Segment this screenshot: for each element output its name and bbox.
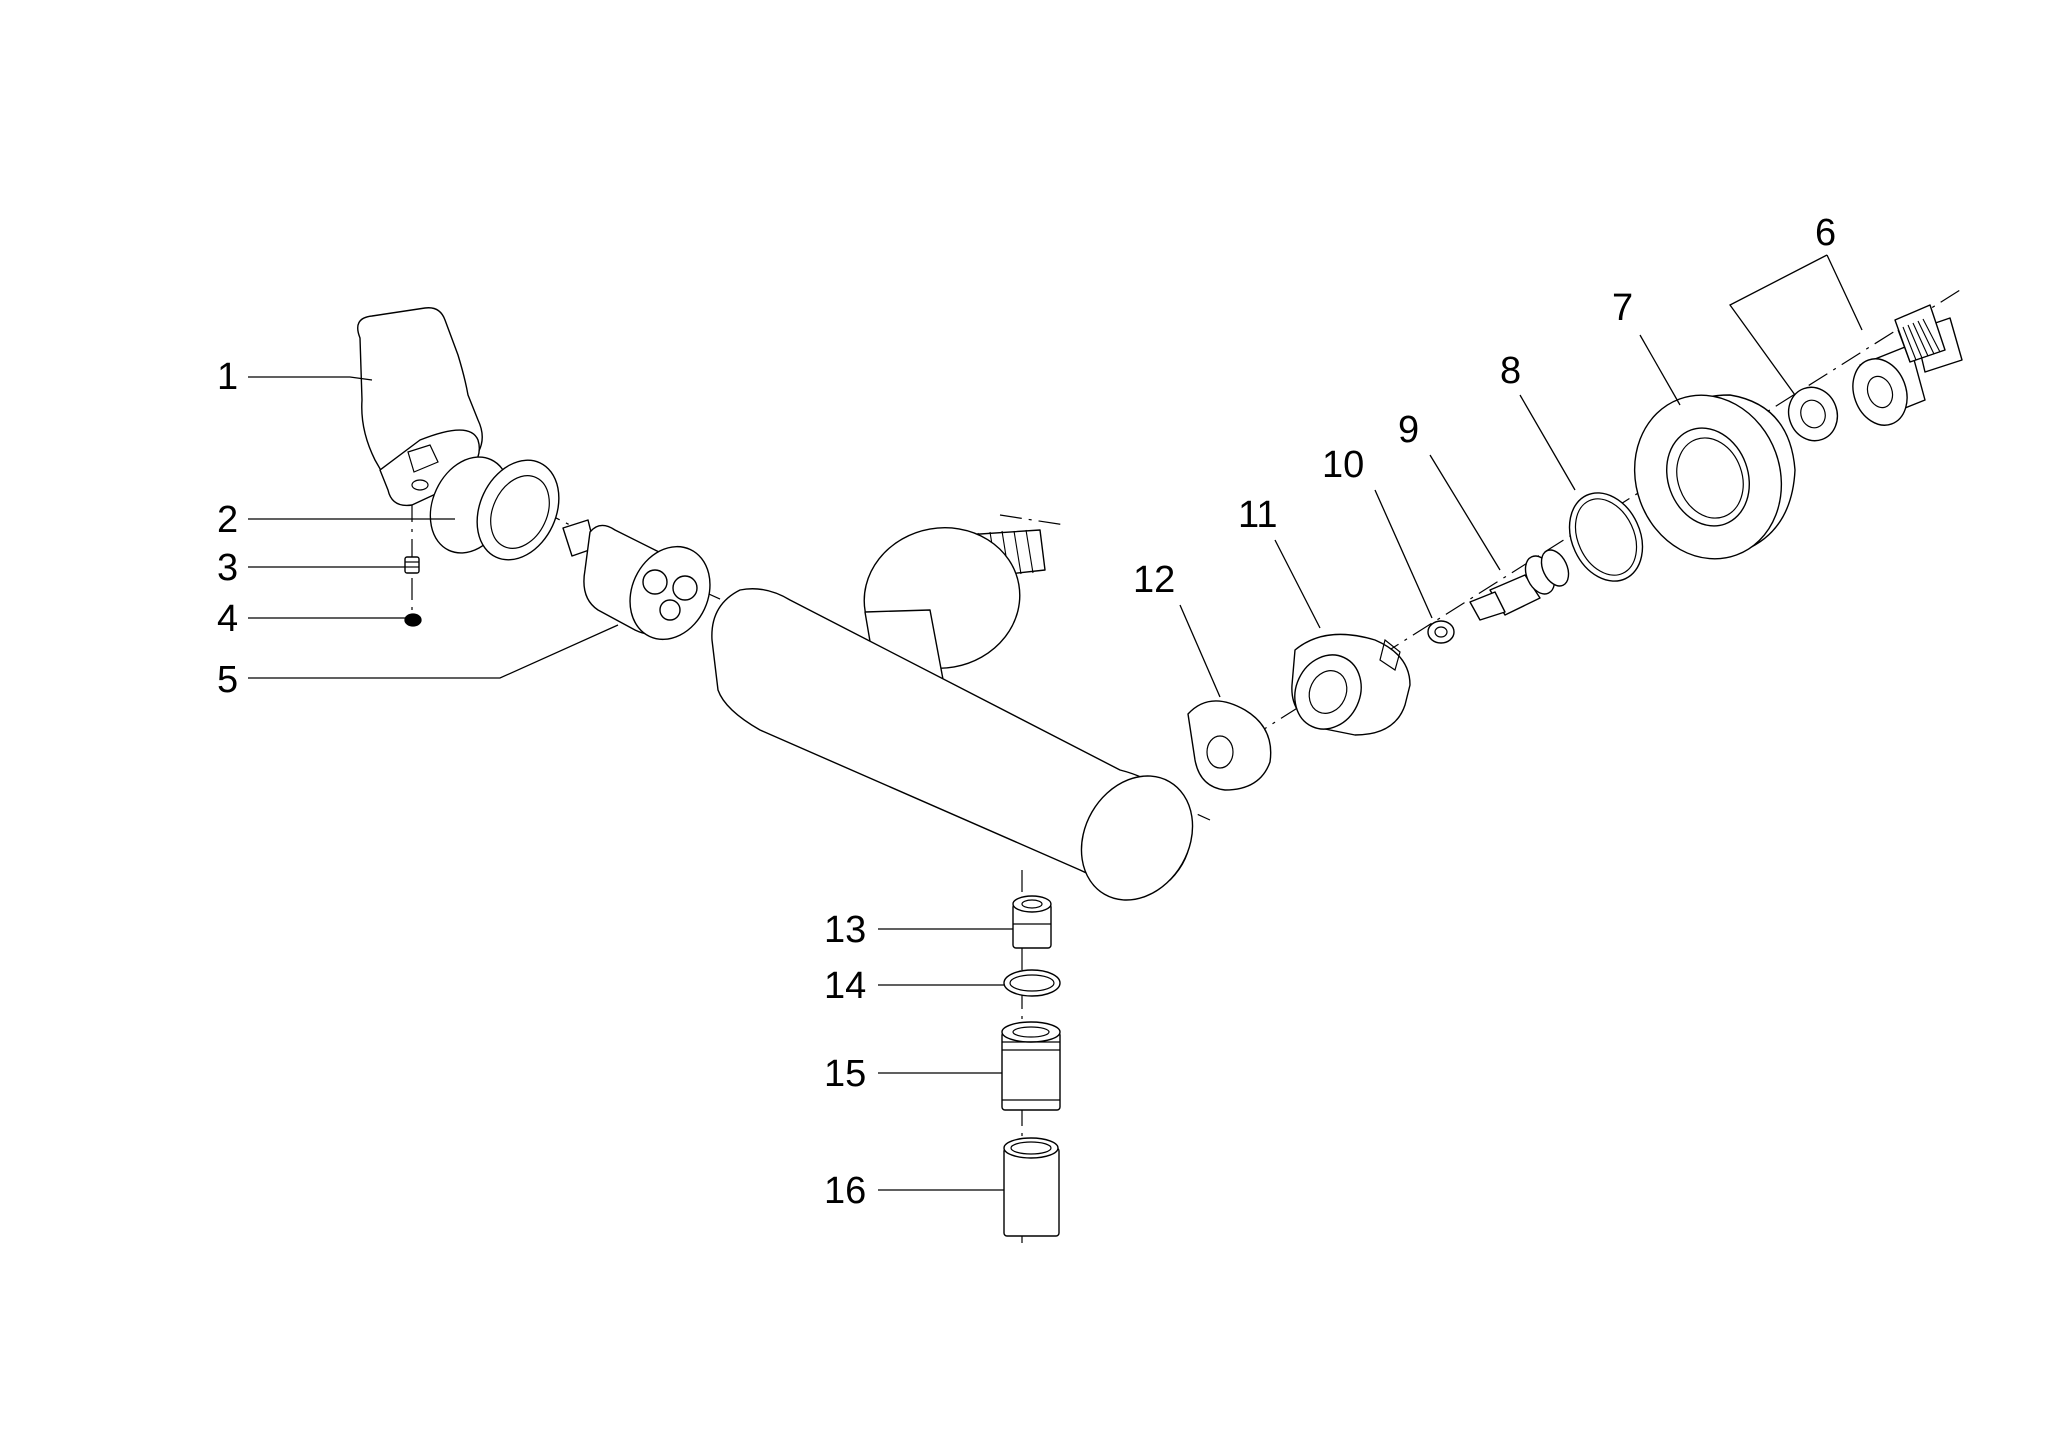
callout-2: 2 (217, 499, 238, 541)
part-14-o-ring (1003, 969, 1061, 997)
callout-9: 9 (1398, 409, 1419, 451)
part-1-lever-handle (357, 307, 483, 507)
leader-12 (1179, 604, 1221, 698)
part-13-reducer (1012, 895, 1052, 949)
leader-10 (1374, 489, 1433, 619)
part-main-body (711, 527, 1194, 901)
leader-11 (1274, 539, 1321, 629)
callout-5: 5 (217, 659, 238, 701)
callout-1: 1 (217, 356, 238, 398)
part-6-eccentric-connector (1787, 304, 1963, 442)
part-10-o-ring (1427, 620, 1455, 644)
part-9-check-valve (1469, 549, 1570, 621)
callout-6: 6 (1815, 212, 1836, 254)
part-4-cap-plug (404, 613, 422, 627)
part-2-cover-cap (429, 456, 560, 561)
part-15-threaded-nipple (1001, 1021, 1061, 1111)
callout-13: 13 (824, 909, 866, 951)
callout-11: 11 (1238, 494, 1277, 536)
callout-7: 7 (1612, 287, 1633, 329)
callout-4: 4 (217, 598, 238, 640)
part-16-sleeve (1003, 1137, 1060, 1237)
part-11-nut (1291, 633, 1411, 736)
part-8-o-ring (1568, 492, 1644, 582)
callout-8: 8 (1500, 350, 1521, 392)
leader-6a (1729, 254, 1828, 396)
pipe-axis (999, 514, 1066, 526)
callout-labels: 1 2 3 4 5 6 7 8 9 10 11 12 13 14 15 16 (217, 212, 1836, 1212)
callout-14: 14 (824, 965, 866, 1007)
leader-1 (248, 376, 373, 381)
callout-12: 12 (1133, 559, 1175, 601)
callout-10: 10 (1322, 444, 1364, 486)
part-12-spacer (1187, 700, 1272, 791)
part-3-grub-screw (404, 556, 420, 574)
part-7-wall-rosette (1633, 394, 1796, 560)
leader-8 (1519, 394, 1576, 491)
callout-15: 15 (824, 1053, 866, 1095)
leader-7 (1639, 334, 1681, 406)
leader-lines (248, 254, 1863, 1191)
leader-6b (1826, 254, 1863, 331)
callout-3: 3 (217, 547, 238, 589)
callout-16: 16 (824, 1170, 866, 1212)
leader-5 (248, 624, 619, 679)
leader-9 (1429, 454, 1501, 571)
part-5-cartridge (562, 519, 711, 641)
